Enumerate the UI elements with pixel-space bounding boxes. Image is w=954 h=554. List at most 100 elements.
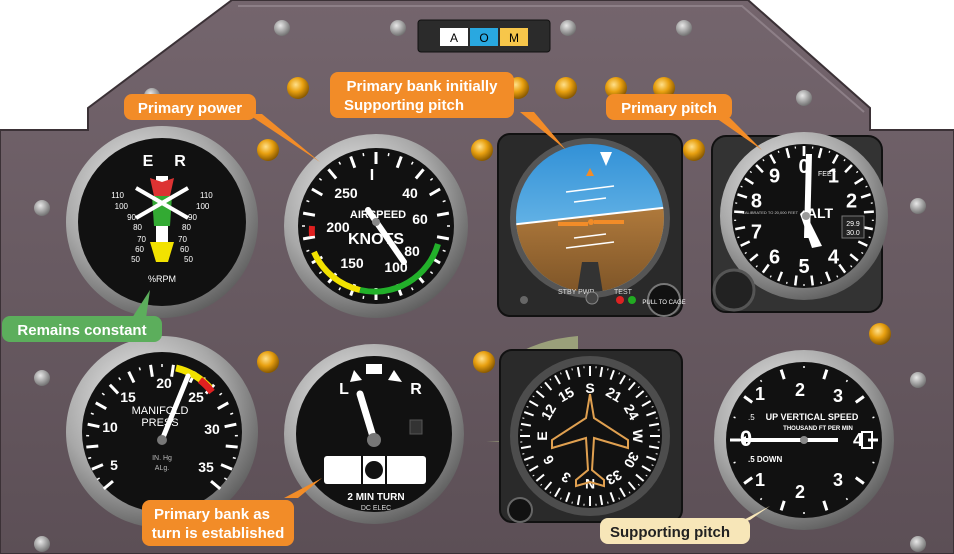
tick-mark	[599, 494, 604, 506]
tick-mark	[327, 168, 338, 180]
tick-mark	[362, 295, 365, 300]
tick-mark	[845, 379, 849, 383]
tick-mark	[872, 416, 875, 419]
tick-mark	[635, 390, 645, 399]
heading-label: N	[585, 476, 595, 492]
tick-mark	[559, 372, 562, 375]
tick-mark	[306, 249, 310, 253]
tick-mark	[618, 497, 621, 500]
tick-mark	[522, 417, 525, 419]
vsi-3-down: 3	[833, 470, 843, 490]
tick-mark	[442, 199, 446, 203]
tick-mark	[318, 177, 323, 181]
turn-coordinator: L R 2 MIN TURN DC ELEC	[284, 344, 464, 524]
tachometer-gauge: E R 110 100 90 80 70 60 50 110 100 90 80…	[66, 126, 258, 318]
tick-mark	[95, 401, 107, 410]
tick-mark	[618, 372, 621, 375]
tick-mark	[733, 461, 736, 464]
vertical-speed-indicator: 0 1 2 3 4 2 3 1 UP VERTICAL SPEED THOUSA…	[714, 350, 894, 530]
tick-mark	[648, 422, 660, 427]
asi-150: 150	[340, 255, 364, 271]
tach-100-l: 100	[115, 202, 129, 211]
callout-supporting-pitch: Supporting pitch	[600, 506, 770, 544]
svg-text:Supporting pitch: Supporting pitch	[610, 524, 730, 541]
tick-mark	[637, 483, 640, 486]
asi-250: 250	[334, 185, 358, 201]
tick-mark	[793, 275, 798, 286]
tick-mark	[817, 147, 823, 159]
tick-mark	[777, 150, 780, 154]
heading-label: E	[534, 431, 550, 440]
heading-ticks	[520, 366, 660, 506]
tick-mark	[740, 240, 751, 247]
tick-mark	[223, 477, 228, 481]
svg-text:Primary bank initially: Primary bank initially	[347, 78, 499, 95]
mp-unit2: ALg.	[155, 465, 169, 472]
tc-line1: 2 MIN TURN	[347, 492, 404, 503]
mode-a: A	[450, 31, 458, 45]
tick-mark	[735, 226, 746, 231]
tick-mark	[576, 366, 581, 378]
tach-100-r: 100	[196, 202, 210, 211]
tick-mark	[306, 199, 310, 203]
tick-mark	[641, 400, 652, 407]
tick-mark	[831, 154, 839, 165]
tick-mark	[410, 287, 414, 291]
tick-mark	[872, 461, 875, 464]
tach-80-l: 80	[133, 223, 142, 232]
tick-mark	[868, 236, 871, 239]
altimeter-number: 8	[751, 191, 762, 213]
tick-mark	[535, 390, 545, 399]
tc-left: L	[339, 381, 349, 398]
mode-selector: A O M	[417, 19, 551, 53]
tick-mark	[743, 395, 754, 404]
vsi-2-down: 2	[795, 482, 805, 502]
tick-mark	[91, 463, 104, 471]
mp-unit1: IN. Hg	[152, 455, 172, 462]
tick-mark	[737, 236, 740, 239]
tach-60-l: 60	[135, 245, 144, 254]
tick-mark	[549, 491, 552, 494]
tick-mark	[853, 177, 864, 185]
tick-mark	[217, 401, 229, 410]
airspeed-indicator: I 250 40 200 60 80 150 100 AIRSPEED KNOT…	[284, 134, 468, 318]
vsi-line2: THOUSAND FT PER MIN	[783, 426, 853, 432]
tick-mark	[854, 395, 865, 404]
tick-mark	[540, 483, 543, 486]
svg-text:Primary power: Primary power	[138, 100, 242, 117]
tach-90-l: 90	[127, 213, 136, 222]
asi-60: 60	[412, 211, 428, 227]
tick-mark	[436, 211, 450, 217]
svg-text:Supporting pitch: Supporting pitch	[344, 97, 464, 114]
svg-text:turn is established: turn is established	[152, 525, 285, 542]
tick-mark	[810, 275, 815, 286]
vsi-line1: UP VERTICAL SPEED	[766, 412, 859, 422]
vsi-2-up: 2	[795, 380, 805, 400]
tick-mark	[646, 455, 657, 461]
tick-mark	[609, 369, 615, 380]
alt-feet: FEET	[818, 171, 837, 178]
manifold-pressure-gauge: 5 10 15 20 25 30 35 MANIFOLD PRESS IN. H…	[66, 336, 258, 528]
tach-50-r: 50	[184, 255, 193, 264]
tick-mark	[87, 422, 100, 429]
panel-screws	[34, 20, 926, 552]
tick-mark	[849, 253, 859, 262]
altimeter-number: 1	[828, 166, 839, 188]
tick-mark	[338, 287, 342, 291]
tick-mark	[648, 445, 660, 450]
tick-mark	[395, 155, 403, 169]
tick-mark	[101, 392, 105, 396]
tick-mark	[744, 251, 747, 255]
tick-mark	[414, 168, 425, 180]
heading-label: 15	[555, 384, 577, 406]
svg-text:I: I	[370, 167, 374, 184]
heading-label: 12	[538, 401, 560, 423]
tach-110-r: 110	[200, 191, 213, 200]
tick-mark	[755, 265, 758, 268]
tick-mark	[532, 474, 535, 477]
tick-mark	[637, 386, 640, 389]
mp-25: 25	[188, 389, 204, 405]
tick-mark	[338, 161, 342, 165]
